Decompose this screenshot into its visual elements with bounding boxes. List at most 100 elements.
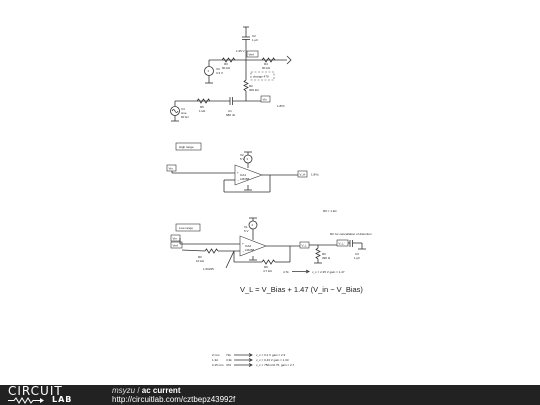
ro-note: R0 = 1 kΩ — [323, 209, 337, 213]
v3-value: 3.3 V — [216, 71, 223, 75]
circuit-url[interactable]: http://circuitlab.com/cztbepz43992f — [112, 395, 236, 404]
source-v1[interactable]: ± V1 5 V — [244, 217, 258, 240]
vin-tag-top[interactable]: Vin — [260, 95, 271, 103]
v2-name: V2 — [240, 153, 244, 157]
bias-network: C2 1 μF 1.65 V Vref R3 90 kΩ R4 90 kΩ — [170, 26, 292, 122]
legend-row: 0.15 rms 470 v_c = 750m=0.75, gain = 2.7 — [212, 363, 294, 367]
svg-text:change 470: change 470 — [253, 75, 269, 79]
resistor-r3[interactable]: R3 90 kΩ — [209, 57, 246, 70]
resistor-r6[interactable]: R6 4.7 kΩ — [233, 246, 291, 273]
svg-text:Vref: Vref — [173, 244, 179, 248]
gain-net-label: 1.60225 — [203, 267, 214, 271]
svg-text:v_c = 0.2 V gain = 2.3: v_c = 0.2 V gain = 2.3 — [256, 353, 286, 357]
resistor-r-390[interactable]: R0 390 Ω — [309, 244, 331, 264]
vref-tag[interactable]: Vref — [246, 50, 259, 58]
schematic-canvas[interactable]: C2 1 μF 1.65 V Vref R3 90 kΩ R4 90 kΩ — [0, 0, 540, 385]
rc-note: RC for cancellation of distortion — [330, 232, 372, 236]
svg-text:+: + — [242, 242, 244, 246]
svg-text:−: − — [243, 249, 245, 253]
svg-text:−: − — [238, 178, 240, 182]
high-range-label[interactable]: High range — [175, 142, 202, 151]
opamp-oa2[interactable]: + − OA2 LM358 — [239, 235, 267, 257]
svg-text:±: ± — [252, 223, 254, 227]
vref-tag-low[interactable]: Vref — [170, 241, 183, 249]
svg-text:±: ± — [247, 157, 249, 161]
legend-row: 1.3A 3.3k v_c = 0.43 V gain = 1.33 — [212, 358, 289, 362]
svg-text:Z rms: Z rms — [212, 353, 220, 357]
out-note-high: 1.8V± — [311, 173, 319, 177]
legend-table: Z rms 72k v_c = 0.2 V gain = 2.3 1.3A 3.… — [212, 353, 294, 367]
svg-text:V_L': V_L' — [339, 242, 345, 246]
r5-name: R5 — [200, 105, 204, 109]
vin-tag-high[interactable]: Vin — [166, 164, 177, 172]
svg-text:High range: High range — [179, 145, 194, 149]
source-v2[interactable]: ± V2 5 V — [240, 151, 253, 168]
arrow-right-icon — [248, 353, 253, 357]
ground-icon — [286, 55, 292, 65]
v1-name: V1 — [244, 225, 248, 229]
resistor-r5[interactable]: R5 1 kΩ — [175, 98, 230, 113]
r390-name: R0 — [322, 252, 326, 256]
opamp-oa1[interactable]: + − OA1 LM358 — [234, 164, 263, 186]
svg-text:v_c = 750m=0.75, gain = 2.7: v_c = 750m=0.75, gain = 2.7 — [256, 363, 294, 367]
v2-value: 5 V — [240, 157, 245, 161]
oa1-name: OA1 — [240, 173, 246, 177]
r0-name: R0 — [198, 255, 202, 259]
c1-value: 680 nF — [226, 113, 236, 117]
svg-text:v_c = 0.43 V gain = 1.33: v_c = 0.43 V gain = 1.33 — [256, 358, 289, 362]
arrow-right-icon — [248, 363, 253, 367]
vout-tag-low[interactable]: V_L' — [336, 239, 349, 247]
svg-text:1.3A: 1.3A — [212, 358, 218, 362]
svg-text:0.15 rms: 0.15 rms — [212, 363, 224, 367]
out-tag-low[interactable]: V_L — [299, 241, 310, 249]
circuit-title[interactable]: ac current — [141, 386, 181, 395]
out-tag-high[interactable]: V_H — [297, 170, 308, 178]
r390-value: 390 Ω — [322, 256, 331, 260]
author-link[interactable]: msyzu — [112, 386, 136, 395]
c1-name: C1 — [228, 109, 232, 113]
svg-text:Vin: Vin — [173, 237, 178, 241]
capacitor-c2[interactable]: C2 1 μF — [242, 26, 258, 49]
separator: / — [135, 386, 142, 395]
change-note: change 470 — [250, 71, 275, 81]
v1-value: 5 V — [244, 229, 249, 233]
r5-value: 1 kΩ — [199, 109, 206, 113]
oa1-part: LM358 — [240, 177, 250, 181]
capacitor-c3[interactable]: C3 1 μF — [348, 240, 366, 260]
vref-net-label: 1.65 V — [236, 49, 245, 53]
c2-name: C2 — [252, 34, 256, 38]
low-range-label[interactable]: Low range — [175, 223, 201, 232]
r2-name: R2 — [249, 84, 253, 88]
legend-row: Z rms 72k v_c = 0.2 V gain = 2.3 — [212, 353, 286, 357]
footer-bar: CIRCUIT LAB msyzu / ac current http://ci… — [0, 385, 540, 405]
svg-text:Low range: Low range — [179, 226, 193, 230]
v4-name: V4 — [181, 107, 185, 111]
capacitor-c1[interactable]: C1 680 nF — [226, 97, 262, 117]
r3-name: R3 — [224, 62, 228, 66]
svg-text:Vin: Vin — [263, 98, 268, 102]
r0-value: 10 kΩ — [196, 259, 205, 263]
circuitlab-logo[interactable]: CIRCUIT LAB — [8, 384, 98, 404]
r3-value: 90 kΩ — [222, 66, 231, 70]
high-range-stage: High range ± V2 5 V Vin + − OA1 LM358 — [166, 142, 319, 193]
note-4k7: 4.7k — [283, 270, 289, 274]
svg-text:Vref: Vref — [249, 53, 255, 57]
equation: V_L = V_Bias + 1.47 (V_in − V_Bias) — [240, 285, 363, 294]
r2-value: 300 kΩ — [249, 88, 259, 92]
svg-text:+: + — [237, 171, 239, 175]
low-range-stage: R0 = 1 kΩ RC for cancellation of distort… — [170, 209, 372, 294]
logo-text-circuit: CIRCUIT — [8, 384, 63, 398]
svg-text:72k: 72k — [226, 353, 231, 357]
source-v3[interactable]: ± V3 3.3 V — [204, 60, 224, 84]
source-v4[interactable]: V4 sine 60 Hz — [170, 101, 190, 122]
resistor-r2[interactable]: R2 300 kΩ — [243, 60, 259, 101]
footer-text: msyzu / ac current http://circuitlab.com… — [112, 386, 235, 404]
r4-value: 90 kΩ — [262, 66, 271, 70]
c2-value: 1 μF — [252, 38, 258, 42]
vin-note: 1.8V± — [277, 104, 285, 108]
arrow-right-icon — [305, 269, 310, 274]
resistor-r0-10k[interactable]: R0 10 kΩ — [181, 248, 240, 263]
svg-text:Vin: Vin — [169, 167, 174, 171]
resistor-r4[interactable]: R4 90 kΩ — [246, 57, 287, 70]
vin-tag-low[interactable]: Vin — [170, 234, 181, 242]
